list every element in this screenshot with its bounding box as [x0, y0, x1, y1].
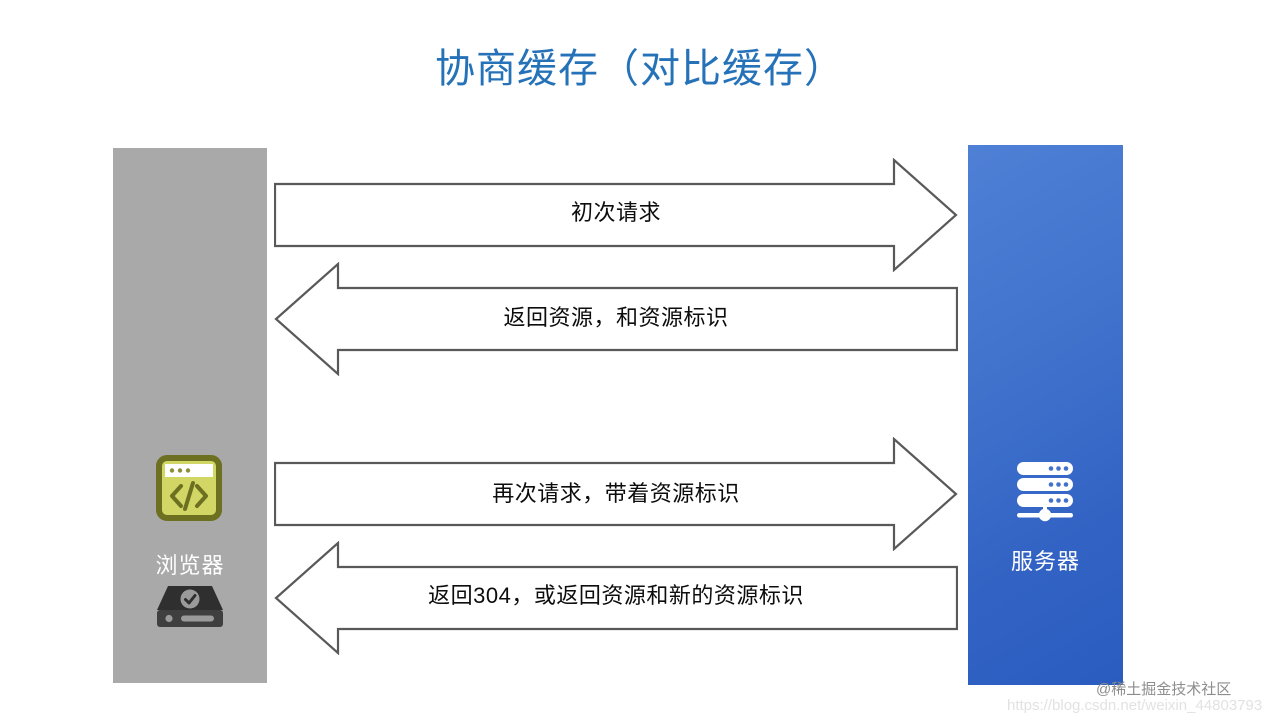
arrow-label: 返回资源，和资源标识 — [503, 305, 729, 330]
server-rack-icon — [1013, 460, 1077, 522]
server-label: 服务器 — [1010, 549, 1080, 574]
watermark-url: https://blog.csdn.net/weixin_44803793 — [1007, 697, 1263, 714]
arrow-label: 初次请求 — [570, 200, 661, 225]
browser-label: 浏览器 — [155, 553, 225, 578]
arrow-return-304: 返回304，或返回资源和新的资源标识 — [274, 541, 958, 655]
page-title: 协商缓存（对比缓存） — [435, 47, 845, 91]
code-window-icon — [156, 455, 222, 521]
hard-disk-check-icon — [155, 583, 225, 633]
arrow-return-resource: 返回资源，和资源标识 — [274, 262, 958, 376]
arrow-label: 再次请求，带着资源标识 — [492, 481, 740, 506]
arrow-label: 返回304，或返回资源和新的资源标识 — [428, 583, 804, 608]
watermark-brand: @稀土掘金技术社区 — [1096, 681, 1232, 698]
server-column: 服务器 — [968, 145, 1123, 685]
arrow-revalidate-request: 再次请求，带着资源标识 — [274, 437, 958, 551]
arrow-initial-request: 初次请求 — [274, 158, 958, 272]
